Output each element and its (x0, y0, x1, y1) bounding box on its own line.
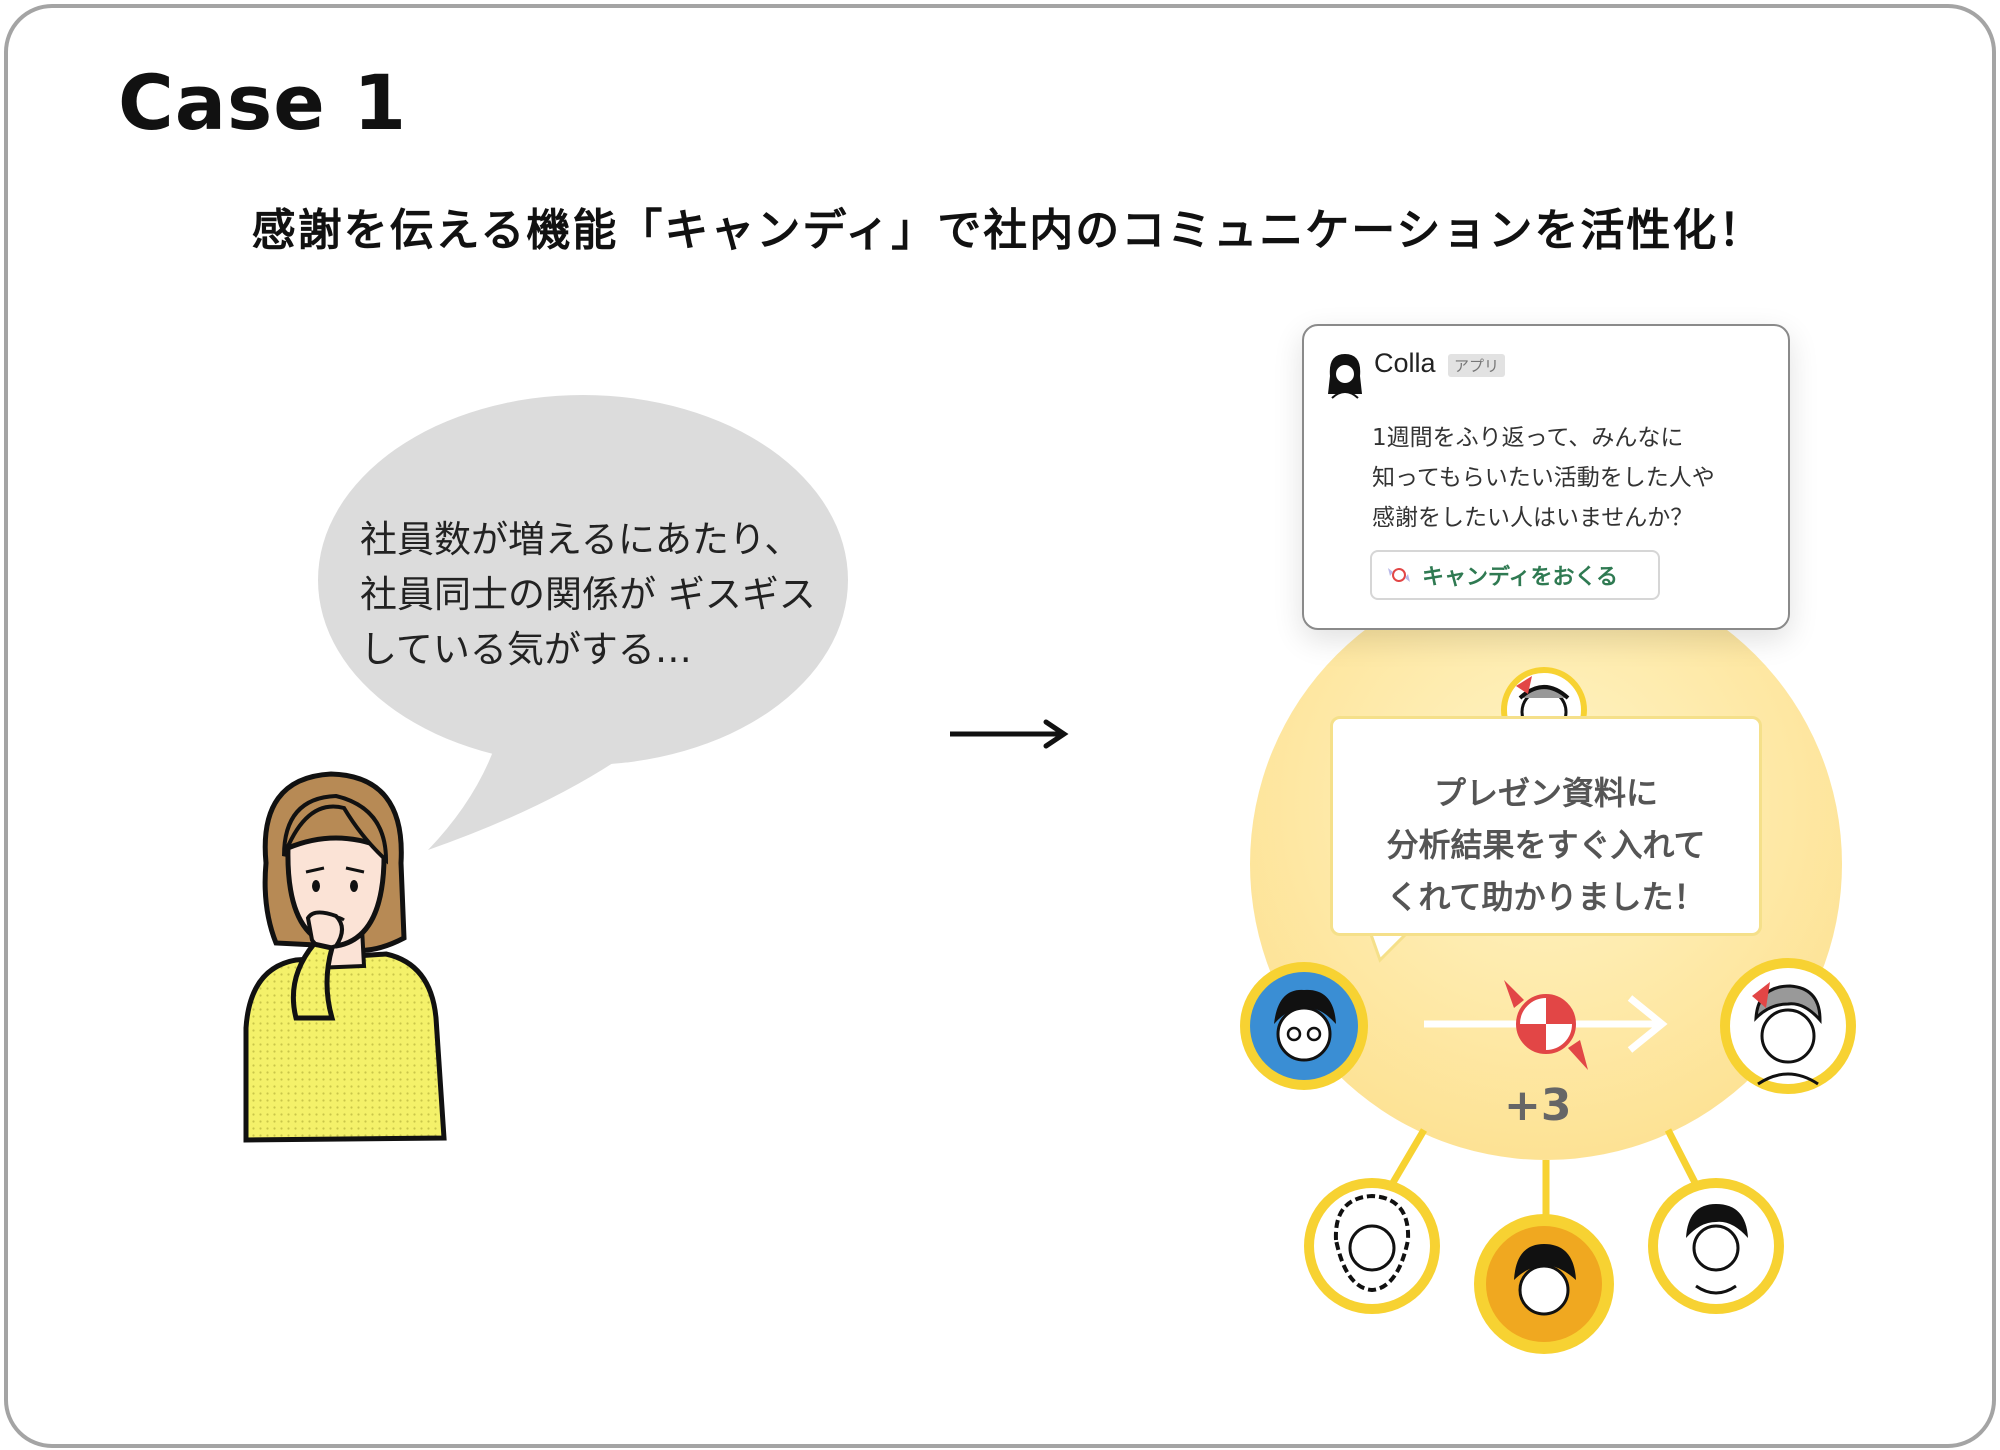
avatar-bottom-right (1648, 1178, 1784, 1314)
case-card: Case 1 感謝を伝える機能「キャンディ」で社内のコミュニケーションを活性化！… (4, 4, 1996, 1448)
speech-line: 社員同士の関係が ギスギス (360, 573, 816, 616)
bot-message-card: Colla アプリ 1週間をふり返って、みんなに 知ってもらいたい活動をした人や… (1302, 324, 1790, 630)
send-candy-button-label: キャンディをおくる (1422, 565, 1619, 590)
bot-avatar-icon (1328, 354, 1362, 399)
case-title: Case 1 (118, 58, 408, 147)
praise-line: くれて助かりました！ (1386, 878, 1706, 916)
avatar-bottom-left (1304, 1178, 1440, 1314)
bot-message-line: 1週間をふり返って、みんなに (1372, 425, 1684, 451)
praise-line: プレゼン資料に (1433, 774, 1658, 812)
praise-message: プレゼン資料に 分析結果をすぐ入れて くれて助かりました！ (1333, 767, 1759, 923)
candy-count: +3 (1504, 1080, 1572, 1131)
bot-message-line: 感謝をしたい人はいませんか？ (1372, 505, 1694, 531)
candy-icon (1504, 980, 1588, 1070)
avatar-sender (1240, 962, 1368, 1090)
bot-message-line: 知ってもらいたい活動をした人や (1372, 465, 1715, 491)
speech-text: 社員数が増えるにあたり、 社員同士の関係が ギスギス している気がする… (360, 512, 860, 677)
avatar-recipient (1720, 958, 1856, 1094)
avatar-bottom-center (1474, 1214, 1614, 1354)
speech-line: 社員数が増えるにあたり、 (360, 518, 802, 561)
praise-line: 分析結果をすぐ入れて (1386, 826, 1706, 864)
bot-name: Colla (1374, 348, 1436, 378)
praise-message-card: プレゼン資料に 分析結果をすぐ入れて くれて助かりました！ (1330, 716, 1762, 936)
candy-icon (1388, 568, 1410, 582)
bot-message: 1週間をふり返って、みんなに 知ってもらいたい活動をした人や 感謝をしたい人はい… (1372, 418, 1772, 538)
speech-bubble (318, 395, 848, 850)
case-subtitle: 感謝を伝える機能「キャンディ」で社内のコミュニケーションを活性化！ (251, 205, 1765, 256)
app-badge: アプリ (1448, 354, 1506, 377)
send-candy-button[interactable]: キャンディをおくる (1370, 550, 1660, 600)
candy-circle-illustration (1240, 588, 1856, 1354)
right-arrow-icon (950, 719, 1069, 749)
speech-line: している気がする… (360, 628, 692, 671)
worried-woman-illustration (243, 771, 447, 1143)
